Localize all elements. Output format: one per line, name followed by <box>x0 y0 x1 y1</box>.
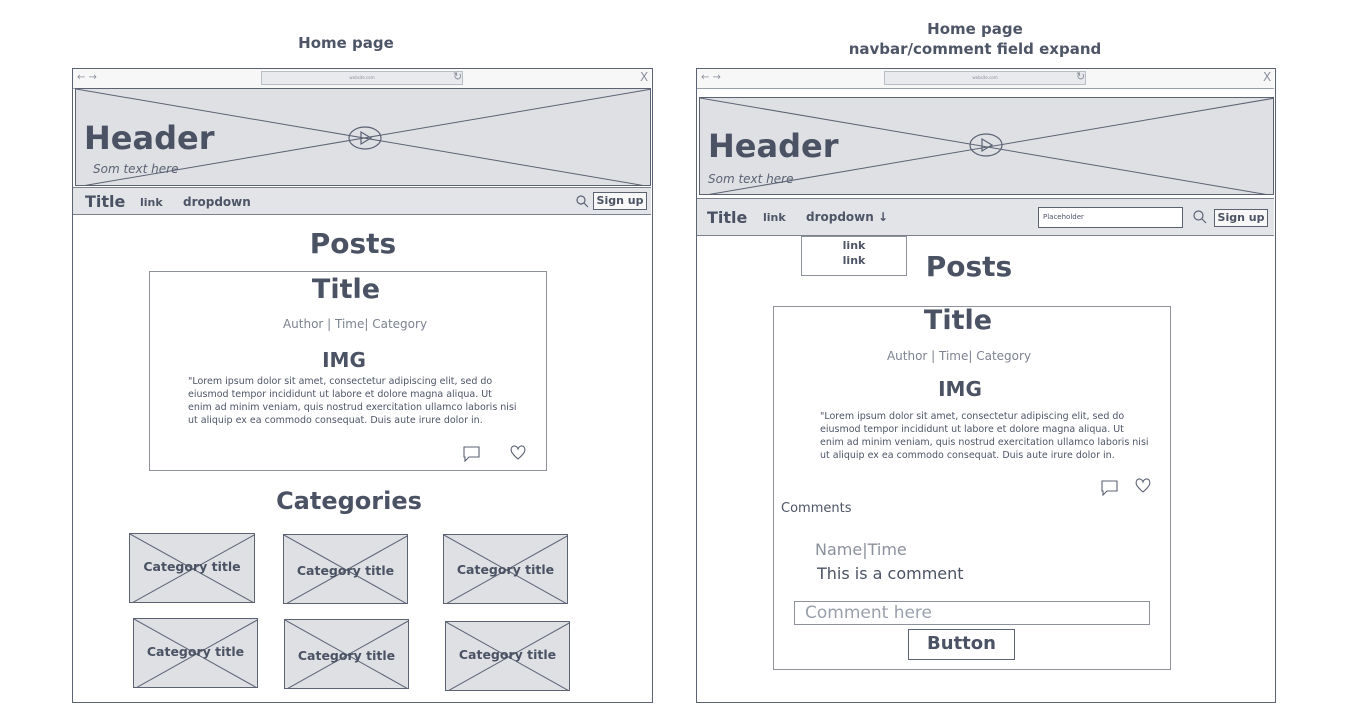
nav-title[interactable]: Title <box>707 208 748 227</box>
right-caption-line: Home page <box>927 20 1023 38</box>
category-tile[interactable]: Category title <box>133 618 258 688</box>
reload-icon[interactable]: ↻ <box>1076 70 1086 83</box>
search-icon[interactable] <box>1193 210 1207 224</box>
url-bar[interactable]: website.com <box>261 71 463 85</box>
category-title: Category title <box>456 562 555 577</box>
left-browser-frame: ← → website.com ↻ X Header Som text here… <box>72 68 653 703</box>
placeholder-cross <box>700 98 1273 194</box>
comment-author-time: Name|Time <box>815 540 907 559</box>
post-card: Title Author | Time| Category IMG "Lorem… <box>149 271 547 471</box>
category-tile[interactable]: Category title <box>284 619 409 689</box>
placeholder-cross <box>444 535 567 603</box>
post-card: Title Author | Time| Category IMG "Lorem… <box>773 305 1171 670</box>
post-title[interactable]: Title <box>311 274 381 305</box>
signup-button[interactable]: Sign up <box>593 192 647 210</box>
nav-link[interactable]: link <box>763 211 786 224</box>
post-meta: Author | Time| Category <box>886 349 1032 363</box>
category-tile[interactable]: Category title <box>283 534 408 604</box>
categories-heading: Categories <box>276 487 422 515</box>
right-browser-frame: ← → website.com ↻ X Header Som text here… <box>696 68 1276 703</box>
post-image-placeholder: IMG <box>322 348 366 372</box>
placeholder-cross <box>284 535 407 603</box>
right-caption-line: navbar/comment field expand <box>848 40 1102 58</box>
placeholder-cross <box>134 619 257 687</box>
post-body-line: eiusmod tempor incididunt ut labore et d… <box>188 389 492 400</box>
post-image-placeholder: IMG <box>938 377 982 401</box>
comment-submit-button[interactable]: Button <box>908 629 1015 660</box>
category-title: Category title <box>297 648 396 663</box>
comment-icon[interactable] <box>1101 479 1119 497</box>
reload-icon[interactable]: ↻ <box>453 70 463 83</box>
comment-icon[interactable] <box>463 445 481 463</box>
category-title: Category title <box>458 647 557 662</box>
back-forward-arrows[interactable]: ← → <box>701 72 721 83</box>
dropdown-item[interactable]: link <box>842 254 866 267</box>
nav-link[interactable]: link <box>140 196 163 209</box>
heart-icon[interactable] <box>1134 477 1152 495</box>
close-icon[interactable]: X <box>640 70 649 84</box>
header-hero: Header Som text here <box>75 88 651 186</box>
left-caption: Home page <box>298 34 394 52</box>
posts-heading: Posts <box>925 250 1013 283</box>
navbar: Title link dropdown Sign up <box>73 187 651 215</box>
header-subtext: Som text here <box>708 172 794 186</box>
comment-text: This is a comment <box>817 564 964 583</box>
post-body: "Lorem ipsum dolor sit amet, consectetur… <box>820 410 1160 462</box>
post-body-line: ut aliquip ex ea commodo consequat. Duis… <box>820 450 1115 461</box>
play-icon <box>348 126 382 150</box>
category-title: Category title <box>296 563 395 578</box>
post-body-line: ut aliquip ex ea commodo consequat. Duis… <box>188 415 483 426</box>
post-body-line: "Lorem ipsum dolor sit amet, consectetur… <box>188 376 493 387</box>
right-caption: Home page navbar/comment field expand <box>825 19 1125 59</box>
category-tile[interactable]: Category title <box>445 621 570 691</box>
placeholder-cross <box>76 89 650 185</box>
dropdown-menu: link link <box>801 236 907 276</box>
posts-heading: Posts <box>309 227 397 260</box>
back-forward-arrows[interactable]: ← → <box>77 72 97 83</box>
category-title: Category title <box>146 644 245 659</box>
navbar: Title link dropdown ↓ Placeholder Sign u… <box>697 198 1274 236</box>
url-bar[interactable]: website.com <box>884 71 1086 85</box>
search-icon[interactable] <box>576 195 589 208</box>
placeholder-cross <box>446 622 569 690</box>
header-title: Header <box>84 119 215 157</box>
post-body-line: eiusmod tempor incididunt ut labore et d… <box>820 424 1124 435</box>
nav-dropdown[interactable]: dropdown ↓ <box>806 210 889 224</box>
browser-chrome: ← → website.com ↻ X <box>73 69 651 89</box>
header-hero: Header Som text here <box>699 97 1274 195</box>
comment-input[interactable]: Comment here <box>794 601 1150 625</box>
post-body-line: enim ad minim veniam, quis nostrud exerc… <box>820 437 1149 448</box>
comments-heading: Comments <box>781 501 852 516</box>
header-title: Header <box>708 127 839 165</box>
placeholder-cross <box>130 534 254 602</box>
category-title: Category title <box>143 559 241 574</box>
post-meta: Author | Time| Category <box>282 317 428 331</box>
heart-icon[interactable] <box>509 444 527 462</box>
post-body-line: "Lorem ipsum dolor sit amet, consectetur… <box>820 411 1125 422</box>
category-tile[interactable]: Category title <box>443 534 568 604</box>
placeholder-cross <box>285 620 408 688</box>
post-body: "Lorem ipsum dolor sit amet, consectetur… <box>188 375 528 427</box>
search-input[interactable]: Placeholder <box>1038 207 1183 228</box>
nav-dropdown[interactable]: dropdown <box>183 195 251 209</box>
post-title[interactable]: Title <box>923 305 993 336</box>
close-icon[interactable]: X <box>1263 70 1272 84</box>
browser-chrome: ← → website.com ↻ X <box>697 69 1274 89</box>
header-subtext: Som text here <box>93 162 179 176</box>
nav-title[interactable]: Title <box>85 192 126 211</box>
post-body-line: enim ad minim veniam, quis nostrud exerc… <box>188 402 517 413</box>
signup-button[interactable]: Sign up <box>1214 209 1268 227</box>
category-tile[interactable]: Category title <box>129 533 255 603</box>
play-icon <box>969 133 1003 157</box>
dropdown-item[interactable]: link <box>842 239 866 252</box>
